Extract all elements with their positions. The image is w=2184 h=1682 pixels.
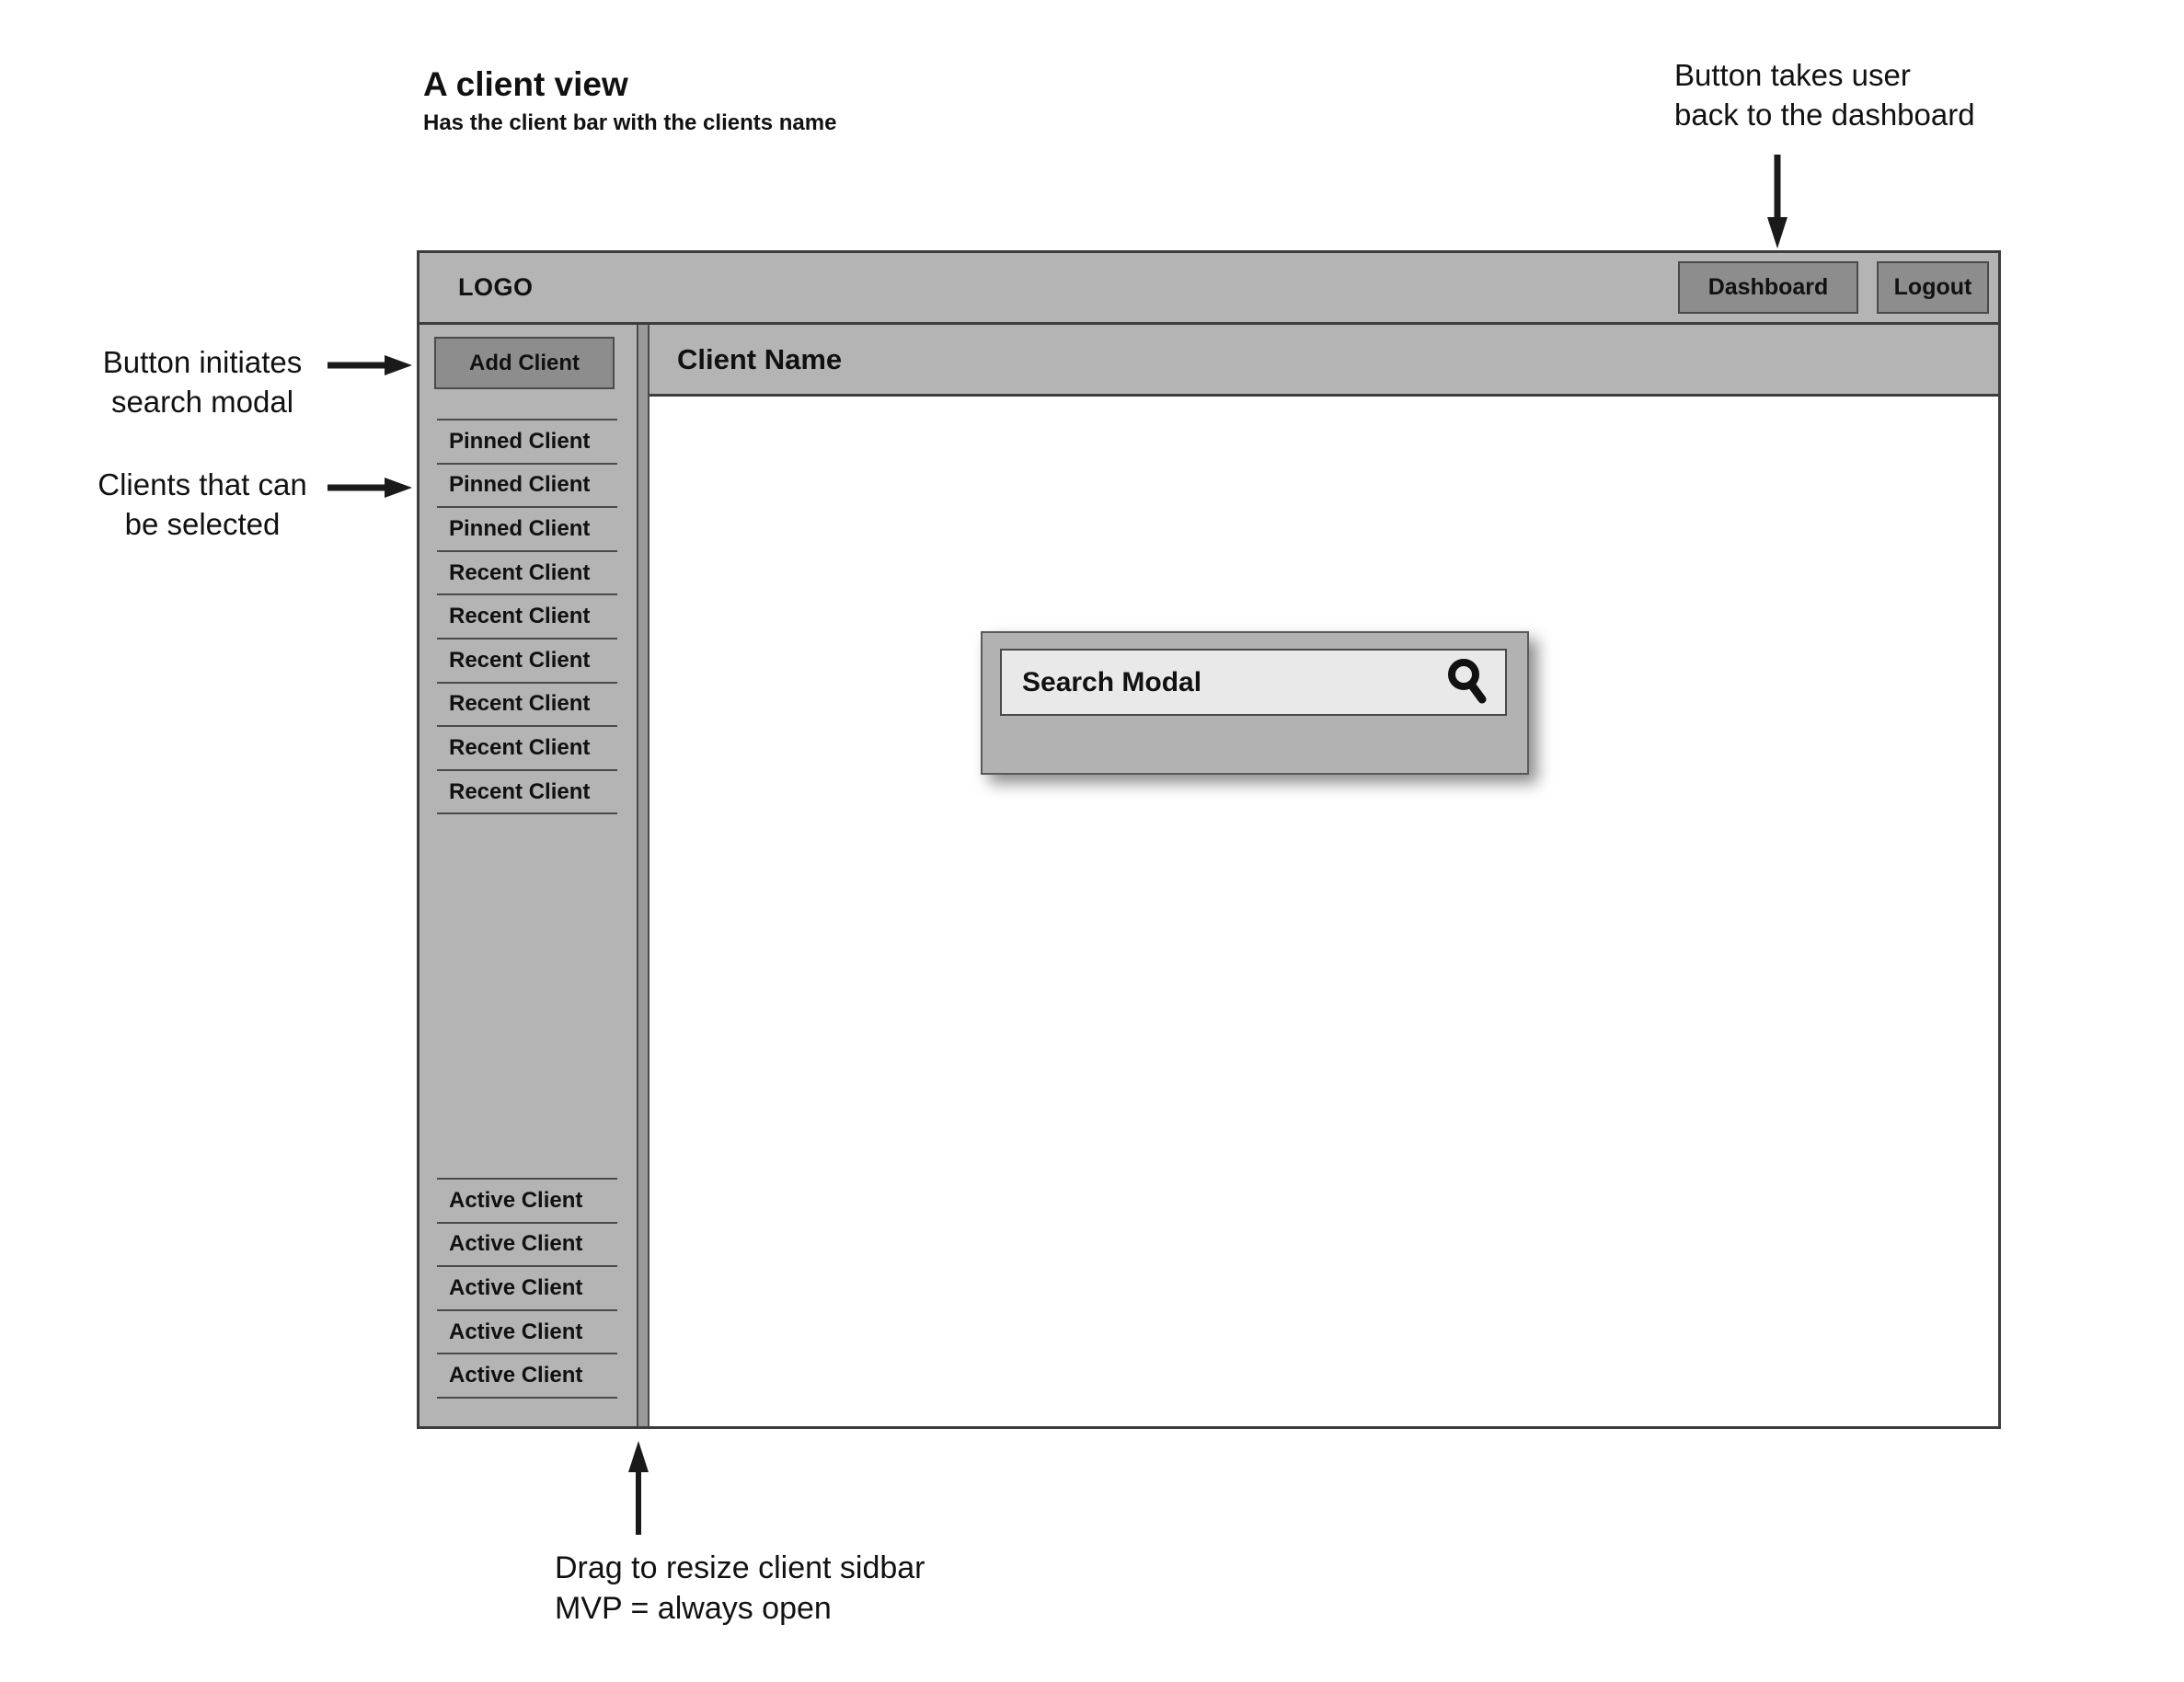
resize-annotation-line2: MVP = always open <box>555 1591 832 1626</box>
arrow-up-icon <box>628 1441 649 1535</box>
dashboard-annotation-line1: Button takes user <box>1674 58 1911 92</box>
client-list-item[interactable]: Pinned Client <box>437 506 617 550</box>
dashboard-annotation: Button takes user back to the dashboard <box>1674 55 1975 134</box>
annotation-title-block: A client view Has the client bar with th… <box>423 64 836 138</box>
resize-annotation: Drag to resize client sidbar MVP = alway… <box>555 1548 925 1629</box>
search-modal: Search Modal <box>981 631 1529 775</box>
dashboard-annotation-line2: back to the dashboard <box>1674 98 1975 132</box>
client-list-item[interactable]: Active Client <box>437 1308 617 1354</box>
top-bar: LOGO Dashboard Logout <box>420 253 1998 325</box>
sidebar-resize-handle[interactable] <box>637 325 649 1426</box>
clients-annotation-line1: Clients that can <box>98 467 307 501</box>
client-list-item[interactable]: Recent Client <box>437 768 617 813</box>
search-modal-annotation: Button initiates search modal <box>87 342 317 421</box>
clients-annotation-line2: be selected <box>124 507 281 541</box>
client-list-item[interactable]: Recent Client <box>437 637 617 682</box>
arrow-right-icon <box>328 478 412 498</box>
arrow-right-icon <box>328 355 412 375</box>
arrow-down-icon <box>1767 155 1787 248</box>
client-list-item[interactable]: Recent Client <box>437 549 617 594</box>
clients-annotation: Clients that can be selected <box>87 465 317 544</box>
search-input-text: Search Modal <box>1022 666 1202 697</box>
search-modal-annotation-line1: Button initiates <box>102 345 303 379</box>
topbar-buttons: Dashboard Logout <box>1678 261 1989 314</box>
add-client-button[interactable]: Add Client <box>434 337 615 389</box>
search-modal-annotation-line2: search modal <box>110 385 294 419</box>
logo: LOGO <box>458 273 534 301</box>
dashboard-button[interactable]: Dashboard <box>1678 261 1858 314</box>
resize-annotation-line1: Drag to resize client sidbar <box>555 1550 925 1585</box>
client-name-title: Client Name <box>677 342 843 375</box>
client-list-item[interactable]: Active Client <box>437 1178 617 1222</box>
client-list-item[interactable]: Active Client <box>437 1221 617 1266</box>
client-content <box>649 397 1998 1426</box>
client-list-item[interactable]: Pinned Client <box>437 419 617 463</box>
client-list-item[interactable]: Active Client <box>437 1353 617 1397</box>
client-main-area: Client Name <box>649 325 1998 1426</box>
page-title: A client view <box>423 65 628 103</box>
page-subtitle: Has the client bar with the clients name <box>423 110 837 135</box>
search-input[interactable]: Search Modal <box>1000 649 1507 716</box>
client-list-item[interactable]: Recent Client <box>437 725 617 769</box>
client-list-item[interactable]: Active Client <box>437 1265 617 1309</box>
client-list-item[interactable]: Recent Client <box>437 681 617 726</box>
logout-button[interactable]: Logout <box>1877 261 1989 314</box>
magnifier-icon <box>1448 658 1487 703</box>
client-list-item[interactable]: Recent Client <box>437 593 617 638</box>
app-window: LOGO Dashboard Logout Add Client Pinned … <box>417 250 2001 1429</box>
client-name-bar: Client Name <box>649 325 1998 397</box>
client-list-item[interactable]: Pinned Client <box>437 462 617 507</box>
